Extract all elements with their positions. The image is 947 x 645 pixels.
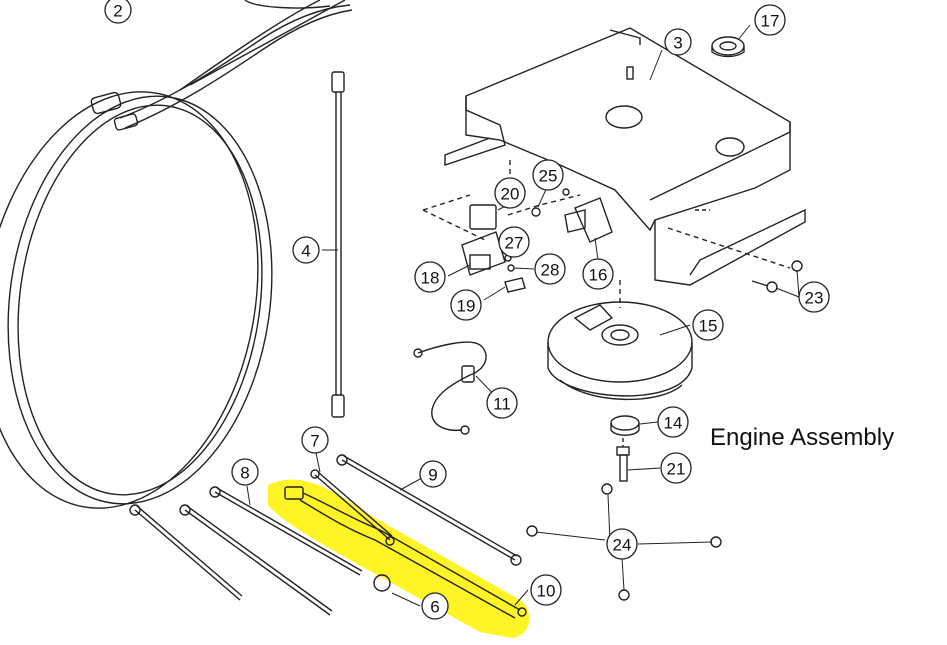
callout-9: 9 bbox=[419, 460, 447, 488]
callout-circle bbox=[754, 4, 786, 36]
callout-number: 15 bbox=[699, 317, 718, 336]
callout-circle bbox=[530, 574, 562, 606]
part-4-strap bbox=[331, 71, 345, 418]
electrical-components bbox=[422, 160, 613, 293]
callout-number: 16 bbox=[589, 266, 608, 285]
part-11-fuse-wire bbox=[413, 341, 487, 435]
part-17-grommet bbox=[711, 36, 745, 58]
callout-circle bbox=[421, 592, 449, 620]
callout-number: 24 bbox=[613, 536, 632, 555]
callout-number: 21 bbox=[667, 460, 686, 479]
callout-20: 20 bbox=[494, 177, 526, 209]
callout-number: 10 bbox=[537, 582, 556, 601]
part-2-wire-harness bbox=[0, 0, 353, 509]
callout-24: 24 bbox=[606, 528, 638, 560]
callout-circle bbox=[292, 236, 320, 264]
callout-circle bbox=[301, 426, 329, 454]
callout-circle bbox=[692, 309, 724, 341]
callout-27: 27 bbox=[498, 226, 530, 258]
callout-circle bbox=[664, 28, 692, 56]
callout-10: 10 bbox=[530, 574, 562, 606]
callout-circle bbox=[104, 0, 132, 24]
callout-number: 6 bbox=[430, 598, 439, 617]
part-3-mount-plate bbox=[444, 27, 806, 286]
callout-circle bbox=[582, 258, 614, 290]
part-10-highlight bbox=[268, 479, 530, 638]
callout-circle bbox=[450, 289, 482, 321]
callout-number: 11 bbox=[493, 395, 511, 414]
callout-28: 28 bbox=[534, 253, 566, 285]
leader-lines bbox=[246, 24, 800, 607]
diagram-caption: Engine Assembly bbox=[710, 424, 895, 451]
callout-number: 14 bbox=[664, 414, 683, 433]
callout-circle bbox=[498, 226, 530, 258]
callout-23: 23 bbox=[798, 281, 830, 313]
callout-8: 8 bbox=[231, 458, 259, 486]
callout-circle bbox=[660, 452, 692, 484]
callout-number: 3 bbox=[673, 34, 682, 53]
callout-11: 11 bbox=[486, 387, 518, 419]
callout-25: 25 bbox=[532, 159, 564, 191]
callout-circle bbox=[414, 261, 446, 293]
callout-15: 15 bbox=[692, 309, 724, 341]
callout-number: 25 bbox=[539, 167, 558, 186]
part-23-bolts bbox=[667, 209, 803, 293]
callout-circle bbox=[534, 253, 566, 285]
callout-circle bbox=[231, 458, 259, 486]
callout-3: 3 bbox=[664, 28, 692, 56]
callout-number: 8 bbox=[240, 464, 249, 483]
callout-number: 20 bbox=[501, 185, 520, 204]
callout-21: 21 bbox=[660, 452, 692, 484]
callout-circle bbox=[486, 387, 518, 419]
callout-circle bbox=[532, 159, 564, 191]
callout-19: 19 bbox=[450, 289, 482, 321]
callout-number: 27 bbox=[505, 234, 524, 253]
callout-number: 23 bbox=[805, 289, 824, 308]
callout-2: 2 bbox=[104, 0, 132, 24]
callout-number: 9 bbox=[428, 466, 437, 485]
part-15-clutch bbox=[547, 280, 693, 401]
callout-circle bbox=[606, 528, 638, 560]
callout-number: 28 bbox=[541, 261, 560, 280]
callout-14: 14 bbox=[657, 406, 689, 438]
callout-number: 17 bbox=[761, 12, 780, 31]
part-21-bolt bbox=[616, 438, 630, 482]
callout-circle bbox=[798, 281, 830, 313]
callout-16: 16 bbox=[582, 258, 614, 290]
part-14-spacer bbox=[610, 415, 640, 436]
part-10-wire bbox=[284, 486, 527, 619]
callout-4: 4 bbox=[292, 236, 320, 264]
callout-number: 4 bbox=[301, 242, 310, 261]
callout-6: 6 bbox=[421, 592, 449, 620]
callout-circle bbox=[494, 177, 526, 209]
callout-circle bbox=[419, 460, 447, 488]
callout-17: 17 bbox=[754, 4, 786, 36]
callout-18: 18 bbox=[414, 261, 446, 293]
callout-number: 2 bbox=[113, 2, 122, 21]
battery-cables bbox=[129, 454, 522, 616]
callout-7: 7 bbox=[301, 426, 329, 454]
callout-number: 18 bbox=[421, 269, 440, 288]
callout-number: 19 bbox=[457, 297, 476, 316]
callout-circle bbox=[657, 406, 689, 438]
callout-number: 7 bbox=[310, 432, 319, 451]
